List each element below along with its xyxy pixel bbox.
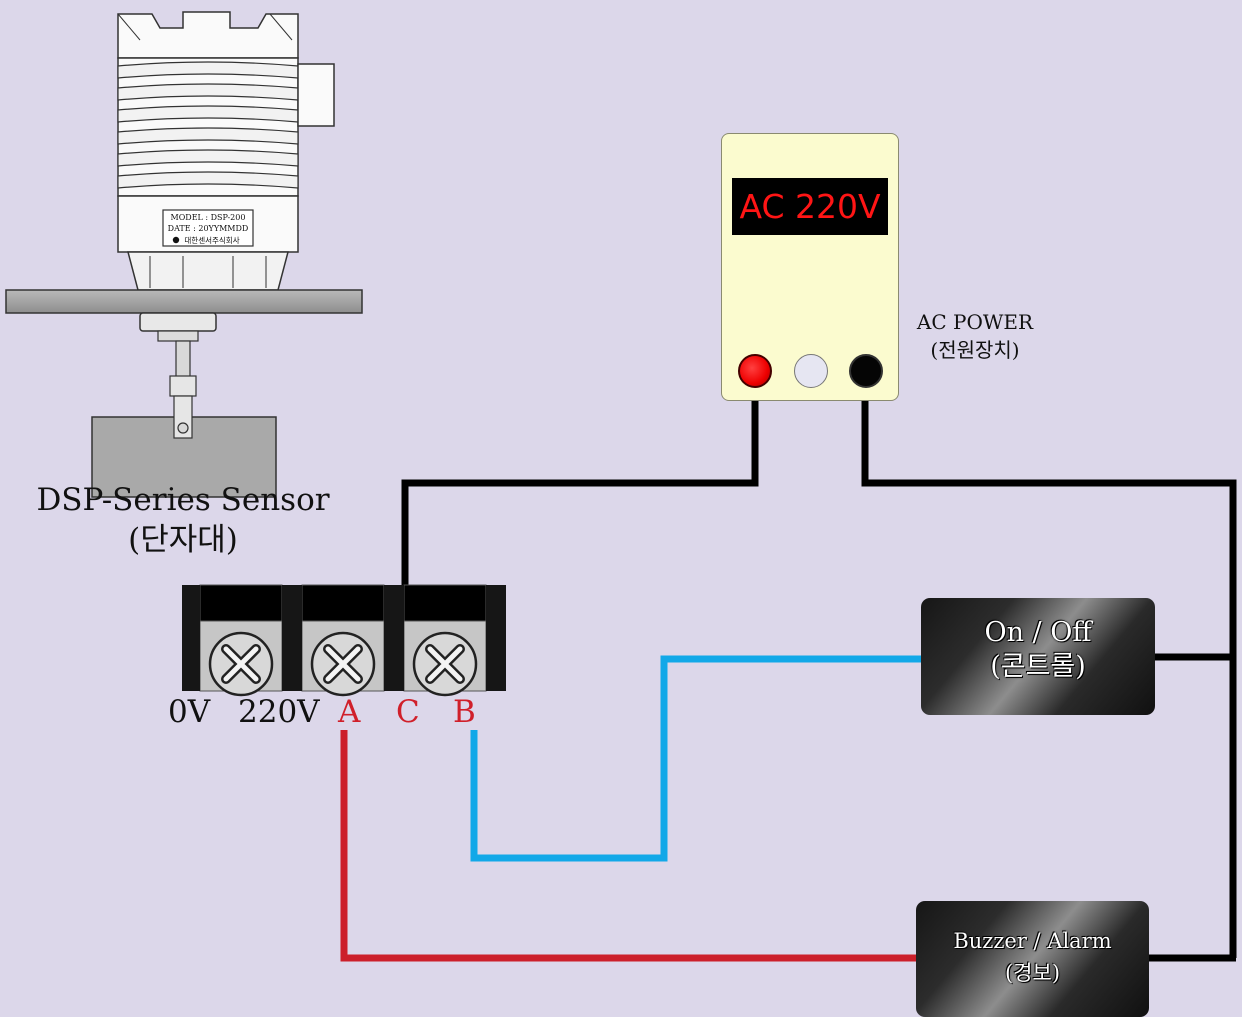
terminal-3 xyxy=(403,584,487,697)
terminal-label-c: C xyxy=(396,694,420,730)
buzzer-line2: (경보) xyxy=(1004,961,1061,985)
terminal-label-b: B xyxy=(453,694,476,730)
black-jack-icon xyxy=(849,354,883,388)
nameplate-maker: 대한센서주식회사 xyxy=(184,235,239,245)
sensor-caption: DSP-Series Sensor (단자대) xyxy=(0,480,366,560)
power-label-kr: (전원장치) xyxy=(930,338,1020,362)
terminal-label-0v: 0V xyxy=(168,694,211,730)
ac-power-unit: AC 220V xyxy=(721,133,899,401)
sensor-side-port xyxy=(297,63,335,127)
sensor-subtitle: (단자대) xyxy=(128,522,238,558)
sensor-fins xyxy=(117,61,299,189)
maker-logo-icon xyxy=(172,236,180,244)
white-jack-icon xyxy=(794,354,828,388)
terminal-label-220v: 220V xyxy=(238,694,320,730)
wire-a-to-buzzer xyxy=(340,730,916,962)
sensor-shaft xyxy=(175,340,191,378)
sensor-cap xyxy=(117,11,299,59)
wire-b-to-onoff xyxy=(470,655,921,862)
mounting-plate xyxy=(5,289,363,314)
sensor-illustration: MODEL : DSP-200 DATE : 20YYMMDD 대한센서주식회사 xyxy=(5,11,363,498)
red-jack-icon xyxy=(738,354,772,388)
power-caption: AC POWER (전원장치) xyxy=(875,308,1075,364)
buzzer-alarm-box: Buzzer / Alarm (경보) xyxy=(916,901,1149,1017)
onoff-line1: On / Off xyxy=(984,617,1092,648)
paddle-screw-icon xyxy=(177,422,189,434)
sensor-title: DSP-Series Sensor xyxy=(36,482,330,518)
nameplate-date: DATE : 20YYMMDD xyxy=(168,224,249,233)
buzzer-line1: Buzzer / Alarm xyxy=(953,929,1112,953)
mounting-nut xyxy=(139,312,217,332)
onoff-line2: (콘트롤) xyxy=(990,651,1086,682)
terminal-block xyxy=(182,584,506,697)
wire-power-return xyxy=(861,401,1237,958)
power-label-en: AC POWER xyxy=(916,310,1034,334)
wire-power-220v xyxy=(401,401,759,590)
terminal-1 xyxy=(199,584,283,697)
onoff-control-box: On / Off (콘트롤) xyxy=(921,598,1155,715)
nameplate-model: MODEL : DSP-200 xyxy=(171,213,246,222)
wires xyxy=(340,401,1237,962)
terminal-label-a: A xyxy=(338,694,361,730)
sensor-neck xyxy=(127,251,289,291)
terminal-2 xyxy=(301,584,385,697)
voltage-display: AC 220V xyxy=(732,178,888,235)
